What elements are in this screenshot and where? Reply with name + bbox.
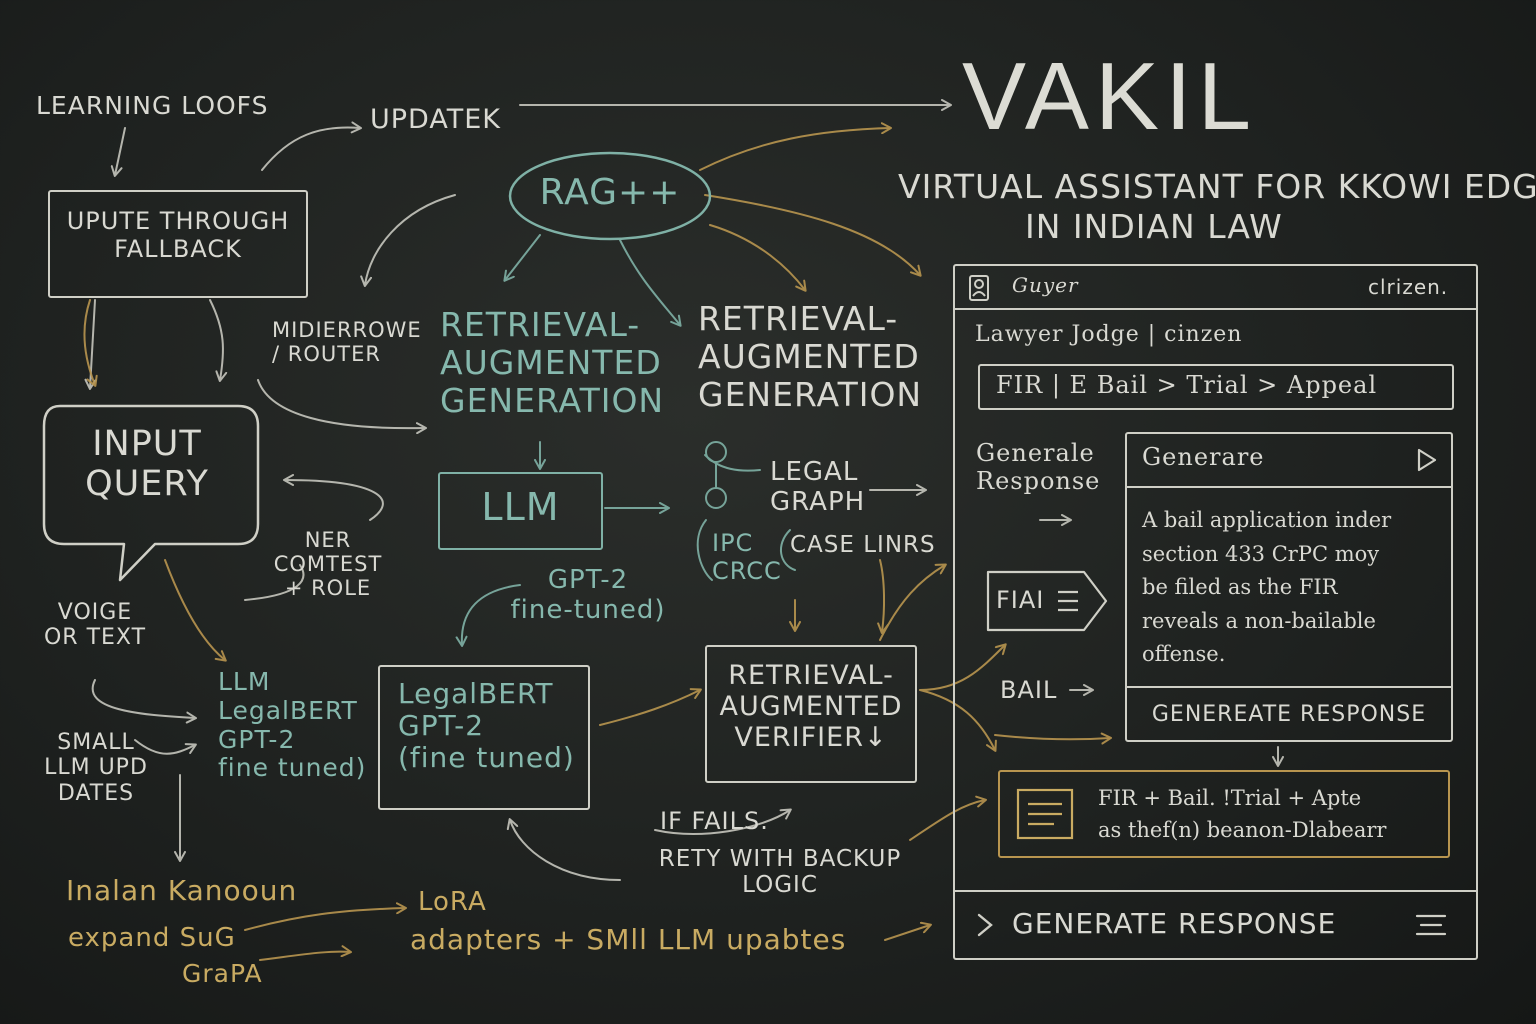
legalbert-box-label: LegalBERT GPT-2 (fine tuned) [398, 677, 575, 775]
citizen-label: clrizen. [1368, 275, 1449, 299]
gpt2-finetuned-label: GPT-2 fine-tuned) [510, 565, 666, 625]
verifier-box [705, 645, 917, 783]
bail-label: BAIL [1000, 676, 1058, 704]
if-fails-label: IF FAILS. [660, 807, 769, 835]
rag-ellipse [508, 151, 712, 241]
bottom-bar [955, 890, 1476, 892]
update-fallback-label: UPUTE THROUGH FALLBACK [66, 207, 290, 263]
user-icon [969, 275, 989, 301]
role-selector[interactable]: Lawyer Jodge | cinzen [975, 322, 1243, 347]
summary-line-1: FIR + Bail. !Trial + Apte [1098, 786, 1362, 810]
graph-label: GraPA [182, 959, 263, 988]
llm-box [438, 472, 603, 550]
update-label: UPDATEK [370, 104, 501, 135]
llm-box-label: LLM [481, 485, 560, 529]
ipc-crcc-label: IPC CRCC [712, 529, 782, 585]
chevron-right-icon [977, 913, 993, 937]
legal-graph-label: LEGAL GRAPH [770, 457, 866, 517]
generate-card-divider [1127, 686, 1451, 688]
update-fallback-box [48, 190, 308, 298]
learning-loops-label: LEARNING LOOFS [36, 91, 269, 120]
subtitle-line-2: IN INDIAN LAW [1025, 207, 1283, 246]
rag-block-2: RETRIEVAL- AUGMENTED GENERATION [698, 299, 923, 414]
panel-header [955, 266, 1476, 310]
rag-block-1: RETRIEVAL- AUGMENTED GENERATION [440, 305, 665, 420]
generate-card-title: Generare [1142, 443, 1265, 471]
generate-card [1125, 432, 1453, 742]
ner-context-role-label: NER COMTEST + ROLE [273, 528, 383, 601]
generate-card-text: A bail application inder section 433 CrP… [1142, 508, 1392, 667]
input-query-bubble [42, 404, 260, 582]
small-llm-updates-label: SMALL LLM UPD DATES [44, 730, 148, 806]
bottom-generate-button[interactable]: GENERATE RESPONSE [1012, 907, 1337, 940]
title: VAKIL [962, 43, 1258, 150]
lora-label: LoRA [418, 887, 487, 917]
fiai-label: FIAI [996, 586, 1045, 614]
rag-label: RAG++ [539, 172, 681, 213]
stage-tabs[interactable] [978, 364, 1454, 410]
menu-icon[interactable] [1414, 912, 1448, 938]
fiai-tag[interactable] [986, 570, 1110, 632]
user-label: Guyer [1012, 273, 1079, 297]
play-icon[interactable] [1416, 447, 1438, 473]
summary-line-2: as thef(n) beanon-Dlabearr [1098, 818, 1387, 842]
app-panel [953, 264, 1478, 960]
verifier-label: RETRIEVAL- AUGMENTED VERIFIER↓ [719, 660, 903, 754]
generate-card-header [1127, 434, 1451, 488]
input-query-label: INPUT QUERY [85, 424, 209, 505]
stage-tabs-label: FIR | E Bail > Trial > Appeal [996, 371, 1378, 399]
voice-or-text-label: VOIGE OR TEXT [43, 600, 147, 651]
adapters-label: adapters + SMll LLM upabtes [410, 923, 847, 956]
subtitle-line-1: VIRTUAL ASSISTANT FOR KKOWI EDGE [898, 167, 1536, 206]
expand-sub-label: expand SuG [68, 923, 236, 953]
indian-kanoon-label: Inalan Kanooun [66, 874, 298, 907]
retry-backup-label: RETY WITH BACKUP LOGIC [658, 846, 902, 899]
case-links-label: CASE LINRS [790, 532, 936, 558]
middleware-router-label: MIDIERROWE / ROUTER [272, 318, 422, 367]
legalbert-box [378, 665, 590, 810]
llm-stack-label: LLM LegalBERT GPT-2 fine tuned) [218, 667, 367, 783]
generate-response-label: Generale Response [976, 439, 1101, 495]
generate-card-button[interactable]: GENEREATE RESPONSE [1151, 702, 1427, 727]
summary-bar [998, 770, 1450, 858]
document-icon [1016, 788, 1074, 840]
